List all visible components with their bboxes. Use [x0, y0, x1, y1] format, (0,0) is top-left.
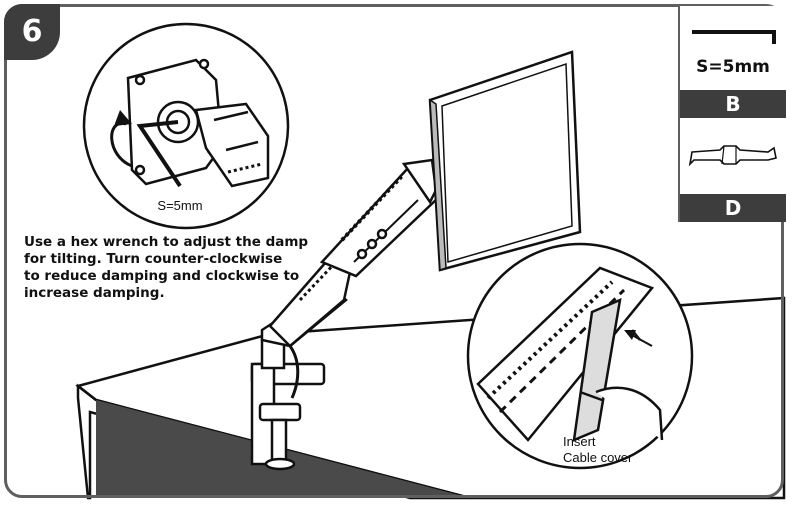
part-label-b: B — [680, 90, 786, 118]
instruction-line: increase damping. — [24, 285, 165, 301]
cable-cover-icon — [688, 145, 777, 167]
parts-legend: S=5mm B D — [678, 6, 786, 222]
insert-label: Insert — [563, 434, 596, 449]
detail-wrench-size: S=5mm — [157, 198, 202, 213]
monitor — [428, 50, 582, 272]
hex-wrench-icon — [692, 30, 776, 44]
cable-cover-detail-callout — [466, 242, 694, 470]
part-label-d: D — [680, 194, 786, 222]
cable-cover-label: Cable cover — [563, 450, 633, 465]
step-number-badge: 6 — [4, 4, 60, 60]
instruction-text: Use a hex wrench to adjust the damp for … — [24, 234, 314, 302]
wrench-size-label: S=5mm — [696, 57, 770, 77]
instruction-line: to reduce damping and clockwise to — [24, 268, 300, 284]
instruction-line: Use a hex wrench to adjust the damp — [24, 234, 309, 250]
tilt-detail-callout — [82, 22, 290, 230]
instruction-line: for tilting. Turn counter-clockwise — [24, 251, 283, 267]
step-frame — [4, 4, 784, 498]
